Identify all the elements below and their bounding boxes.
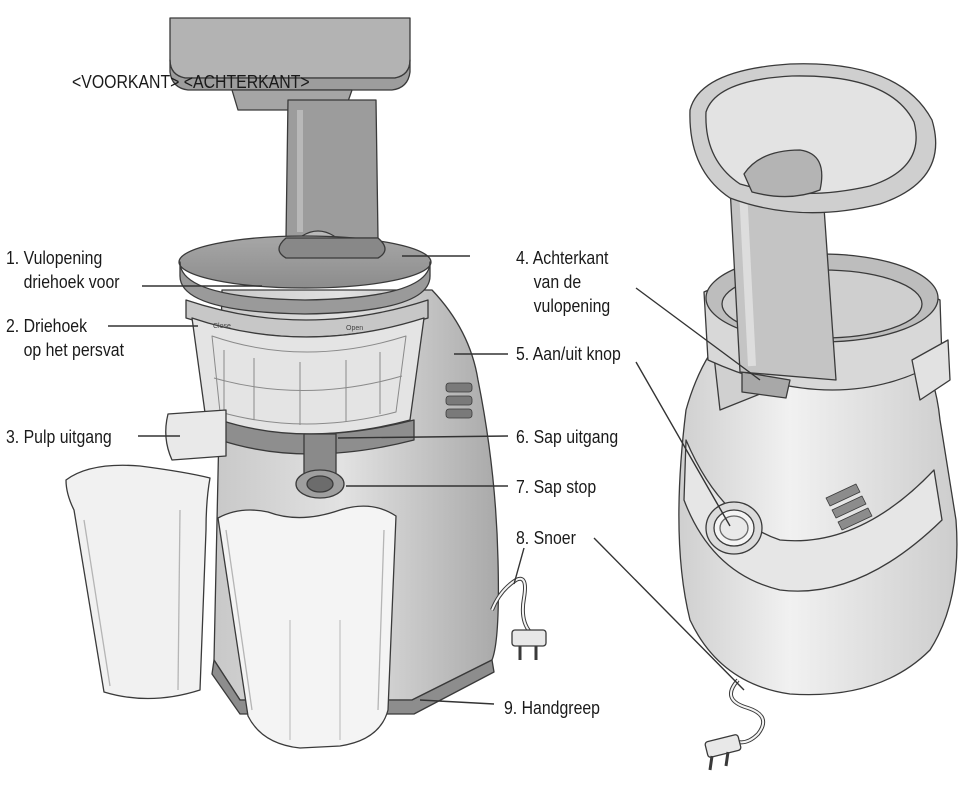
pulp-outlet — [165, 409, 227, 461]
leader-4b — [635, 287, 761, 381]
label-4-line-1: 4. Achterkant — [516, 248, 609, 268]
leader-8 — [513, 547, 525, 585]
leader-6 — [337, 435, 509, 439]
bowl-screen — [211, 335, 407, 425]
label-4-line-3: vulopening — [533, 296, 611, 316]
leader-lines — [108, 255, 761, 705]
label-7-line-1: 7. Sap stop — [516, 477, 597, 497]
leader-9 — [419, 699, 495, 705]
front-view-juicer — [65, 17, 547, 749]
label-achterkant-vulopening: 4. Achterkant van de vulopening — [516, 246, 610, 318]
label-1-line-1: 1. Vulopening — [6, 248, 103, 268]
label-2-line-1: 2. Driehoek — [6, 316, 88, 336]
label-driehoek-persvat: 2. Driehoek op het persvat — [6, 314, 124, 362]
label-9-line-1: 9. Handgreep — [504, 698, 601, 718]
label-4-line-2: van de — [533, 272, 582, 292]
label-3-line-1: 3. Pulp uitgang — [6, 427, 112, 447]
front-plug — [511, 629, 547, 647]
rear-body-vents — [825, 483, 873, 531]
front-body-vents — [445, 382, 473, 419]
label-sap-uitgang: 6. Sap uitgang — [516, 425, 618, 449]
label-1-line-2: driehoek voor — [23, 272, 120, 292]
rear-view-juicer — [678, 63, 958, 771]
label-pulp-uitgang: 3. Pulp uitgang — [6, 425, 112, 449]
rear-plug — [704, 734, 742, 758]
label-sap-stop: 7. Sap stop — [516, 475, 596, 499]
juice-container — [217, 505, 397, 749]
label-snoer: 8. Snoer — [516, 526, 576, 550]
label-5-line-1: 5. Aan/uit knop — [516, 344, 621, 364]
label-vulopening: 1. Vulopening driehoek voor — [6, 246, 120, 294]
bowl-mark-open: Open — [346, 325, 363, 332]
label-handgreep: 9. Handgreep — [504, 696, 600, 720]
label-2-line-2: op het persvat — [23, 340, 124, 360]
views-header: <VOORKANT> <ACHTERKANT> — [72, 72, 310, 92]
leader-8b — [593, 537, 745, 691]
pulp-container — [65, 464, 211, 700]
label-aan-uit-knop: 5. Aan/uit knop — [516, 342, 621, 366]
label-8-line-1: 8. Snoer — [516, 528, 576, 548]
label-6-line-1: 6. Sap uitgang — [516, 427, 619, 447]
leader-5b — [635, 361, 731, 527]
front-hopper-tray — [169, 17, 411, 79]
bowl-mark-close: Close — [213, 323, 231, 330]
